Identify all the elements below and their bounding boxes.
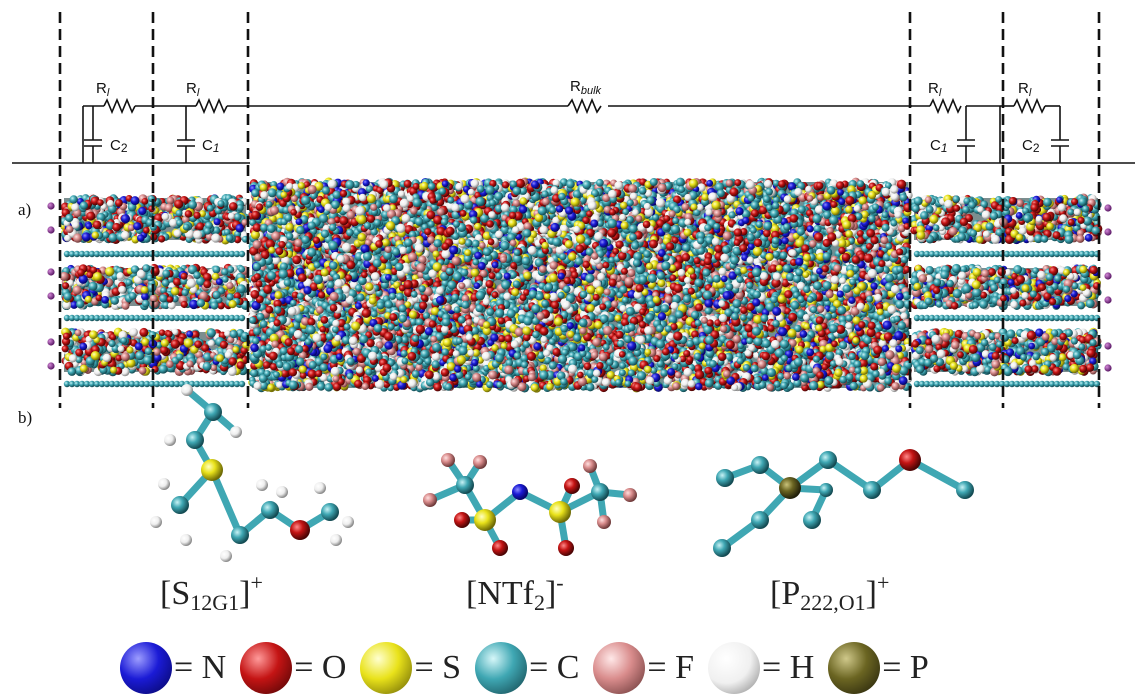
capacitor-symbol	[957, 139, 975, 147]
atom	[342, 516, 354, 528]
legend-item-f: = F	[593, 642, 694, 694]
legend-label: = N	[174, 649, 227, 686]
legend-label: = O	[294, 649, 347, 686]
atom	[899, 449, 921, 471]
atom	[751, 456, 769, 474]
resistor-label: Rl	[1018, 80, 1032, 99]
legend-label: = F	[647, 649, 695, 686]
atom	[819, 483, 833, 497]
atom	[597, 515, 611, 529]
capacitor-label: C2	[110, 137, 128, 155]
atom	[473, 455, 487, 469]
atom	[164, 434, 176, 446]
legend-label: = H	[762, 649, 815, 686]
atom	[819, 451, 837, 469]
atom	[330, 534, 342, 546]
fluorine-sphere-icon	[593, 642, 646, 694]
atom	[276, 486, 288, 498]
atom	[314, 482, 326, 494]
atom	[591, 483, 609, 501]
legend-item-s: = S	[360, 642, 461, 694]
resistor-symbol	[195, 97, 228, 115]
atom	[201, 459, 223, 481]
legend-label: = S	[414, 649, 462, 686]
atom	[423, 493, 437, 507]
legend-item-o: = O	[240, 642, 346, 694]
atom	[220, 550, 232, 562]
resistor-label: Rbulk	[570, 78, 602, 97]
boundary-lines	[58, 12, 1101, 408]
atom	[492, 540, 508, 556]
atom	[623, 488, 637, 502]
atom	[564, 478, 580, 494]
atom	[456, 476, 474, 494]
atom	[713, 539, 731, 557]
molecule-label-ntf2: [NTf2]-	[466, 570, 564, 615]
panel-label-a: a)	[18, 200, 32, 219]
legend-item-p: = P	[828, 642, 929, 694]
atom	[512, 484, 528, 500]
atom	[261, 501, 279, 519]
carbon-sphere-icon	[475, 642, 528, 694]
capacitor-label: C2	[1022, 137, 1040, 155]
atom	[751, 511, 769, 529]
capacitor-symbol	[1051, 139, 1069, 147]
atom	[150, 516, 162, 528]
atom	[863, 481, 881, 499]
atom	[204, 403, 222, 421]
hydrogen-sphere-icon	[708, 642, 761, 694]
circuit-diagram	[12, 97, 1135, 164]
resistor-symbol	[929, 97, 962, 115]
oxygen-sphere-icon	[240, 642, 293, 694]
legend-item-c: = C	[475, 642, 579, 694]
atom	[779, 477, 801, 499]
atom	[290, 520, 310, 540]
resistor-label: Rl	[96, 80, 110, 99]
simulation-snapshot	[47, 177, 1112, 393]
atom	[956, 481, 974, 499]
atom	[454, 512, 470, 528]
panel-label-b: b)	[18, 408, 33, 427]
legend-item-h: = H	[708, 642, 814, 694]
capacitor-label: C1	[930, 137, 948, 155]
atom-legend: = N = O = S = C = F = H = P	[120, 642, 943, 694]
atom	[180, 534, 192, 546]
resistor-symbol	[103, 97, 136, 115]
atom	[171, 496, 189, 514]
atom	[549, 501, 571, 523]
phosphorus-sphere-icon	[828, 642, 881, 694]
resistor-symbol	[567, 97, 602, 115]
atom	[558, 540, 574, 556]
molecule-models	[150, 384, 974, 562]
atom	[231, 526, 249, 544]
resistor-symbol	[1013, 97, 1046, 115]
legend-label: = P	[882, 649, 929, 686]
atom	[186, 431, 204, 449]
atom	[158, 478, 170, 490]
resistor-label: Rl	[928, 80, 942, 99]
atom	[256, 479, 268, 491]
molecule-label-p222o1: [P222,O1]+	[770, 570, 890, 615]
resistor-label: Rl	[186, 80, 200, 99]
capacitor-symbol	[177, 139, 195, 147]
nitrogen-sphere-icon	[120, 642, 172, 694]
atom	[803, 511, 821, 529]
capacitor-label: C1	[202, 137, 220, 155]
legend-item-n: = N	[120, 642, 226, 694]
atom	[321, 503, 339, 521]
atom	[441, 453, 455, 467]
atom	[181, 384, 193, 396]
legend-label: = C	[529, 649, 580, 686]
atom	[230, 426, 242, 438]
atom	[583, 459, 597, 473]
capacitor-symbol	[84, 139, 102, 147]
sulfur-sphere-icon	[360, 642, 413, 694]
molecule-label-s12g1: [S12G1]+	[160, 570, 263, 615]
atom	[716, 469, 734, 487]
atom	[474, 509, 496, 531]
